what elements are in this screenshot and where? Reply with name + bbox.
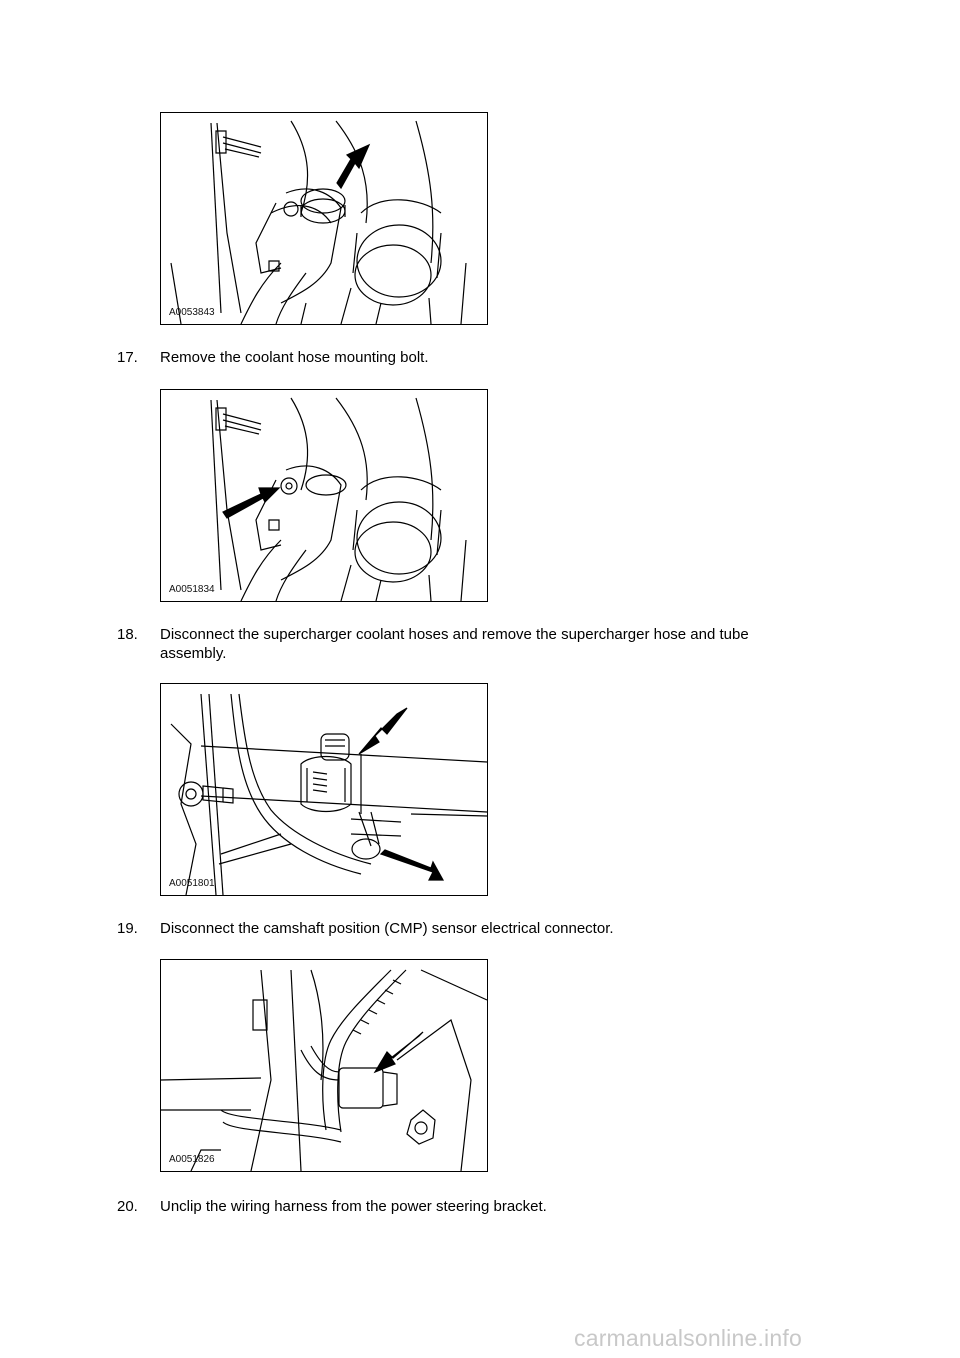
step-text: Remove the coolant hose mounting bolt. bbox=[160, 349, 429, 366]
step-text: Unclip the wiring harness from the power… bbox=[160, 1198, 547, 1215]
figure-code: A0051826 bbox=[169, 1154, 215, 1165]
step-19: 19. Disconnect the camshaft position (CM… bbox=[117, 919, 817, 938]
figure-code: A0053843 bbox=[169, 307, 215, 318]
illustration-coolant-hoses bbox=[161, 684, 487, 895]
illustration-cmp-sensor bbox=[161, 960, 487, 1171]
illustration-mounting-bolt bbox=[161, 390, 487, 601]
figure-code: A0051834 bbox=[169, 584, 215, 595]
step-20: 20. Unclip the wiring harness from the p… bbox=[117, 1197, 817, 1216]
figure-mounting-bolt: A0051834 bbox=[160, 389, 488, 602]
step-17: 17. Remove the coolant hose mounting bol… bbox=[117, 348, 817, 367]
step-text: Disconnect the supercharger coolant hose… bbox=[160, 626, 749, 662]
step-number: 19. bbox=[117, 920, 138, 937]
step-number: 17. bbox=[117, 349, 138, 366]
step-number: 18. bbox=[117, 626, 138, 643]
figure-cmp-sensor: A0051826 bbox=[160, 959, 488, 1172]
figure-code: A0051801 bbox=[169, 878, 215, 889]
illustration-hose-clamp bbox=[161, 113, 487, 324]
step-text: Disconnect the camshaft position (CMP) s… bbox=[160, 920, 614, 937]
step-number: 20. bbox=[117, 1198, 138, 1215]
figure-coolant-hoses: A0051801 bbox=[160, 683, 488, 896]
figure-hose-clamp: A0053843 bbox=[160, 112, 488, 325]
watermark-footer: carmanualsonline.info bbox=[574, 1325, 802, 1351]
step-18: 18. Disconnect the supercharger coolant … bbox=[117, 625, 817, 663]
